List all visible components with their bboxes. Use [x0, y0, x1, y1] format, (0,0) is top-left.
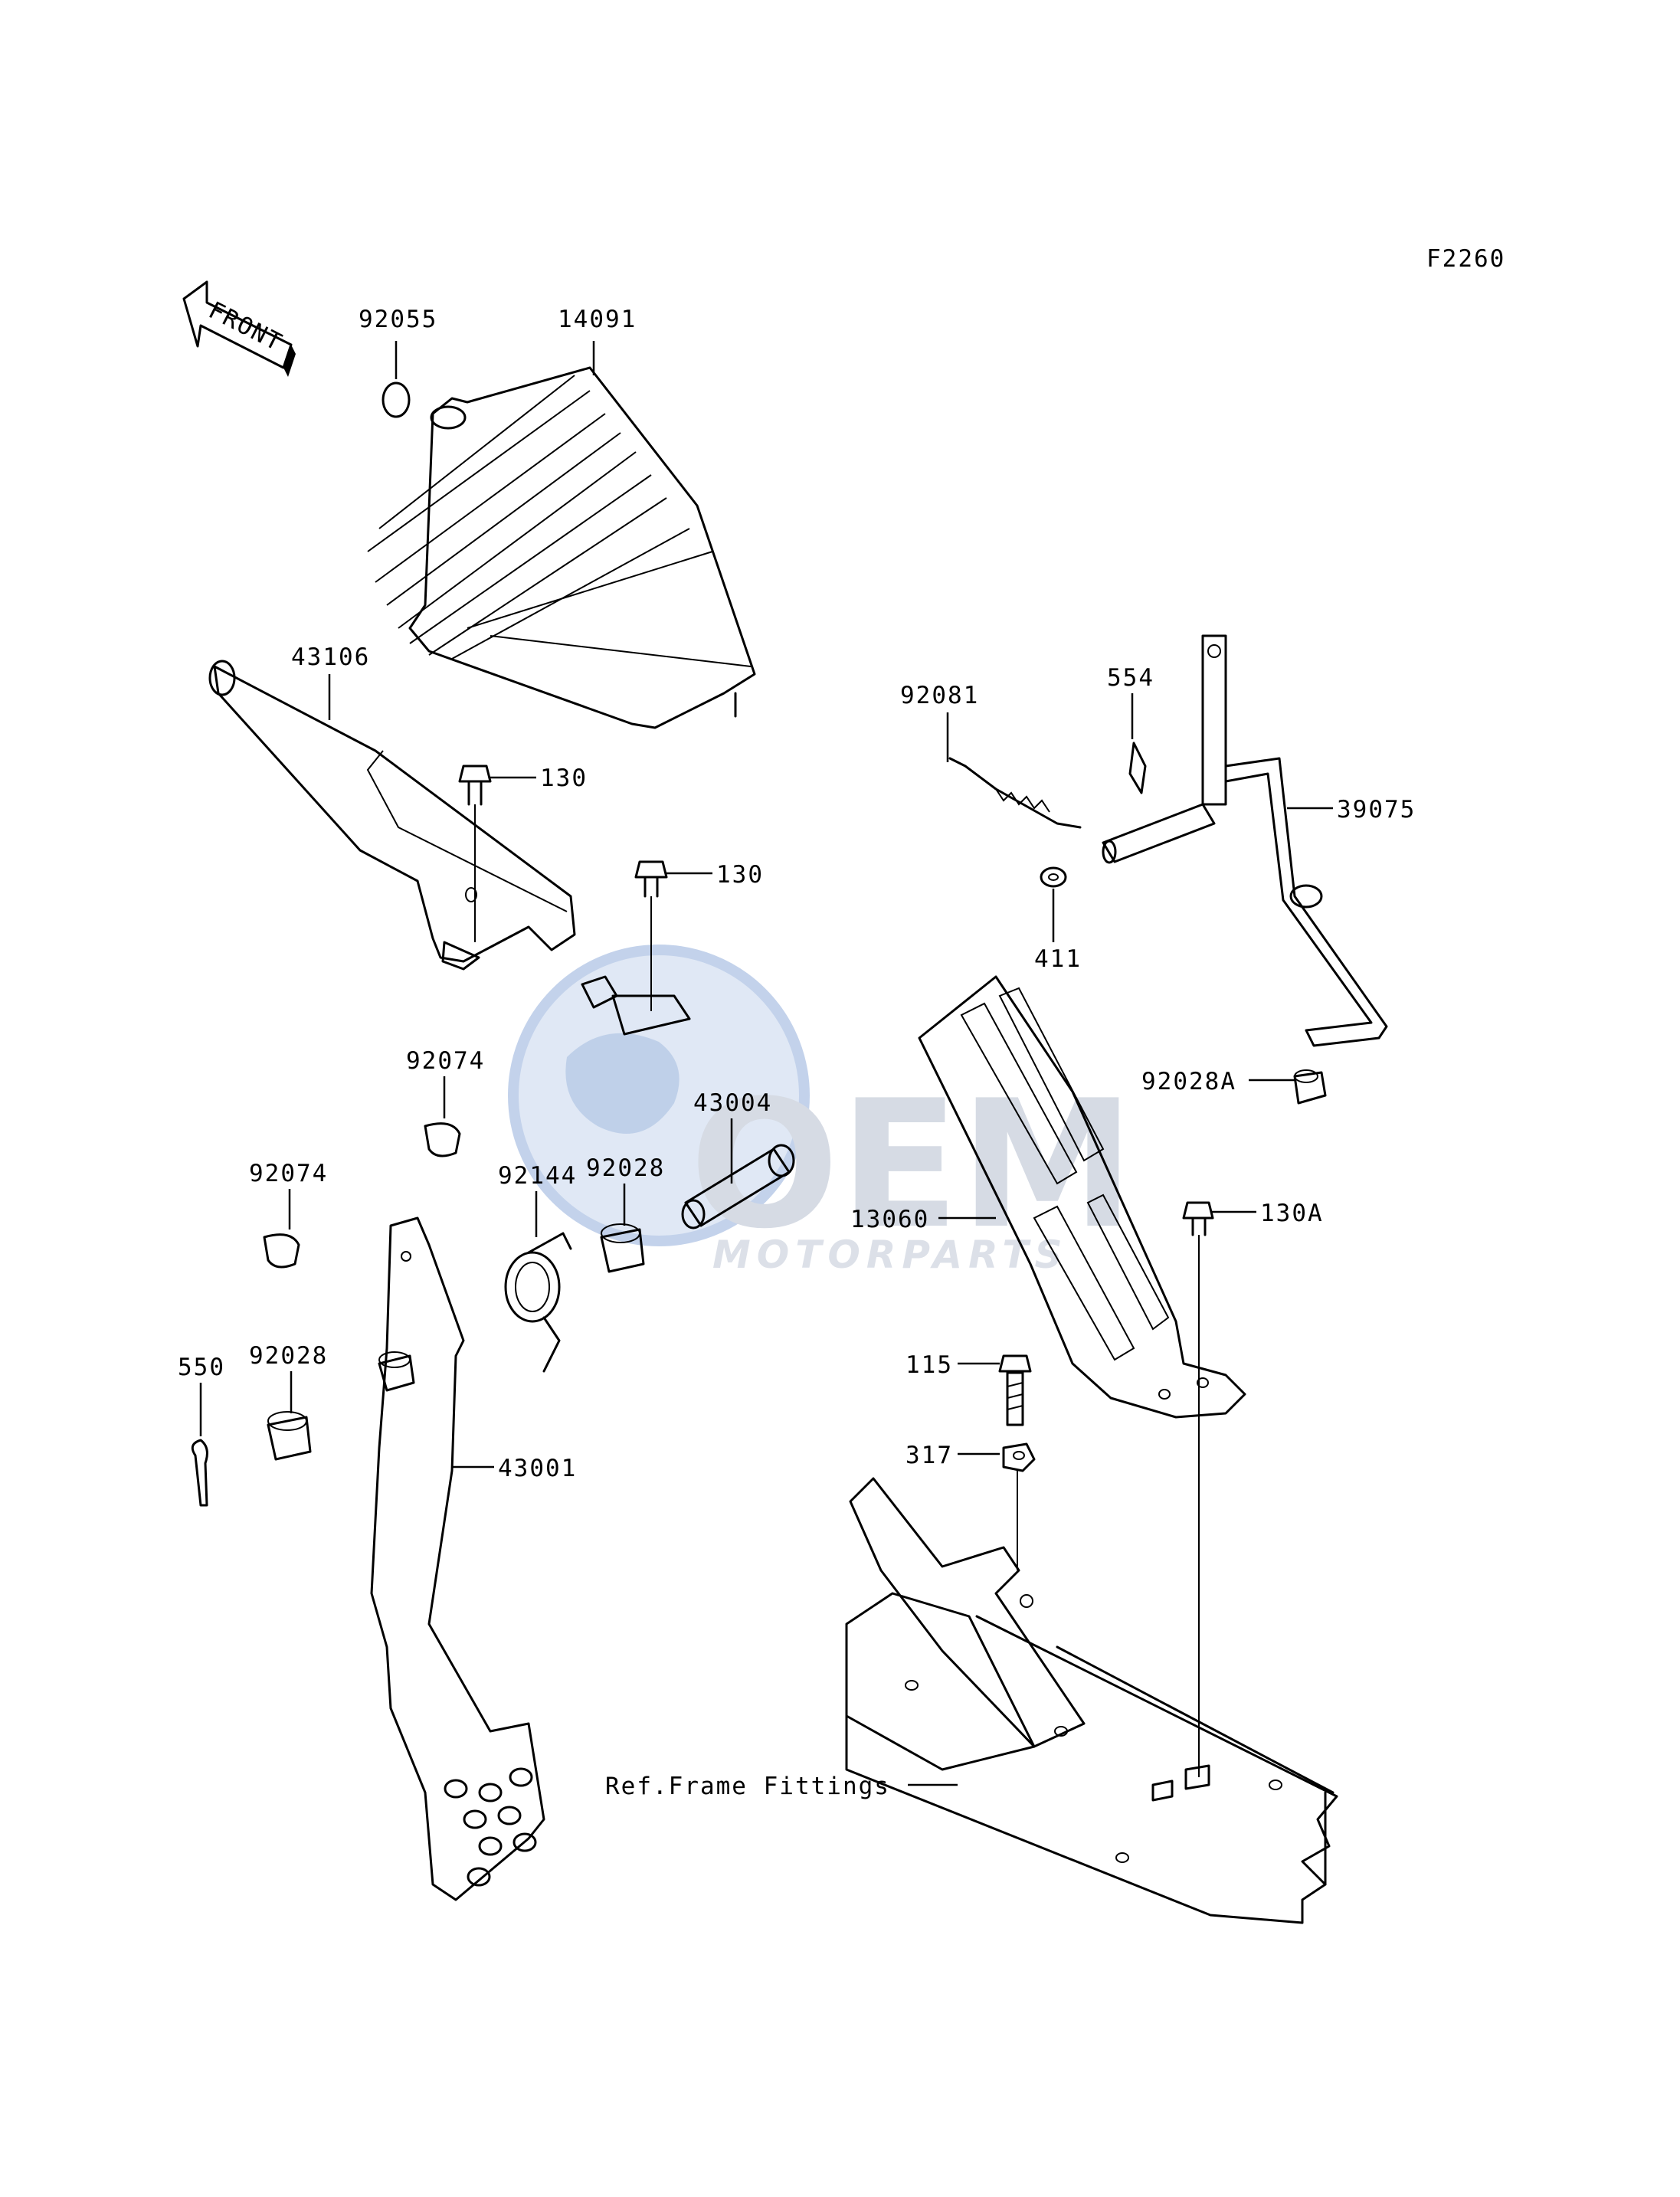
part-13060-bracket	[918, 975, 1246, 1419]
label-14091: 14091	[558, 306, 637, 333]
label-554: 554	[1107, 664, 1154, 692]
label-130A: 130A	[1260, 1200, 1324, 1227]
label-130-a: 130	[540, 765, 588, 792]
part-550-cotter-pin	[191, 1383, 208, 1507]
part-115-bolt	[958, 1354, 1032, 1426]
part-554-pin	[1128, 693, 1147, 794]
watermark-continents	[565, 1033, 680, 1134]
part-92144-spring	[504, 1191, 572, 1373]
label-92028-a: 92028	[586, 1154, 665, 1182]
part-frame-fittings	[845, 1477, 1338, 1924]
part-411-washer	[1040, 866, 1067, 942]
label-13060: 13060	[850, 1206, 929, 1233]
label-92074-b: 92074	[249, 1160, 328, 1187]
label-43106: 43106	[291, 643, 370, 671]
part-130-bolt-b	[611, 860, 712, 1036]
part-43004-shaft	[681, 1118, 795, 1229]
part-43106-lever	[208, 660, 618, 1009]
part-92055-oring	[382, 341, 411, 418]
label-411: 411	[1034, 945, 1082, 973]
label-92028-b: 92028	[249, 1342, 328, 1370]
part-317-nut	[958, 1442, 1036, 1570]
label-92144: 92144	[498, 1162, 577, 1190]
label-43001: 43001	[498, 1455, 577, 1482]
label-92074-a: 92074	[406, 1047, 485, 1075]
part-92028A-bushing	[1249, 1069, 1327, 1105]
part-130A-bolt	[1182, 1201, 1256, 1777]
label-92028A: 92028A	[1141, 1068, 1236, 1095]
figure-code: F2260	[1426, 245, 1505, 273]
label-39075: 39075	[1337, 796, 1416, 823]
label-92055: 92055	[359, 306, 437, 333]
part-92081-spring	[946, 712, 1082, 829]
label-317: 317	[905, 1442, 953, 1469]
part-92074-bumper-b	[263, 1189, 300, 1269]
part-92074-bumper-a	[424, 1076, 461, 1157]
part-14091-cover	[367, 341, 756, 729]
label-ref-frame: Ref.Frame Fittings	[605, 1773, 890, 1800]
watermark: OEM MOTORPARTS	[508, 945, 1135, 1277]
front-arrow: FRONT	[182, 280, 296, 377]
watermark-brand: OEM	[689, 1063, 1135, 1268]
label-43004: 43004	[693, 1089, 772, 1117]
part-130-bolt-a	[458, 765, 536, 942]
watermark-tagline: MOTORPARTS	[712, 1233, 1069, 1277]
label-92081: 92081	[900, 682, 979, 709]
label-130-b: 130	[716, 861, 764, 889]
part-92028-bushing-a	[600, 1184, 645, 1273]
front-arrow-shadow	[283, 345, 296, 377]
part-92028-bushing-b	[267, 1371, 312, 1461]
part-43001-pedal	[370, 1216, 545, 1901]
label-550: 550	[178, 1354, 225, 1381]
label-115: 115	[905, 1351, 953, 1379]
part-39075-shaft	[1102, 634, 1388, 1047]
